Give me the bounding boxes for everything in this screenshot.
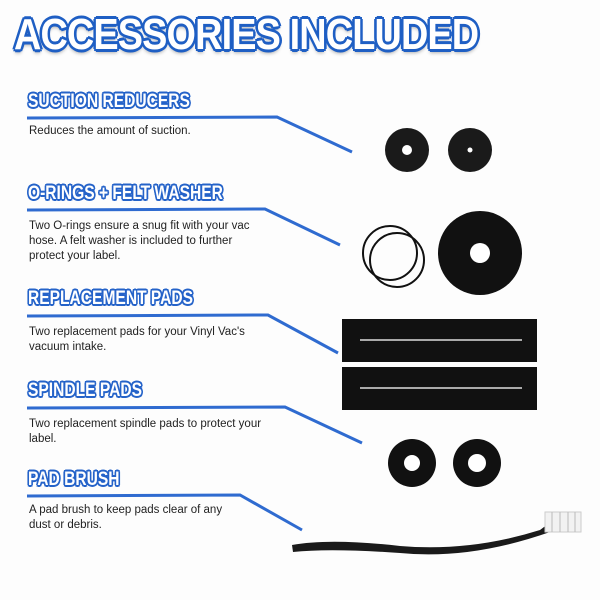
callout-line-pads xyxy=(26,313,339,355)
page-title: ACCESSORIES INCLUDED xyxy=(14,10,479,59)
desc-spindle-pads: Two replacement spindle pads to protect … xyxy=(29,418,262,445)
heading-spindle-pads: SPINDLE PADS xyxy=(28,380,142,401)
callout-line-brush xyxy=(26,493,303,532)
desc-o-rings: Two O-rings ensure a snug fit with your … xyxy=(29,220,250,262)
heading-pad-brush: PAD BRUSH xyxy=(28,469,120,490)
pad-brush-image xyxy=(292,511,582,555)
heading-suction-reducers: SUCTION REDUCERS xyxy=(28,91,190,112)
suction-reducers-image xyxy=(385,128,492,172)
desc-replacement-pads: Two replacement pads for your Vinyl Vac'… xyxy=(29,326,245,353)
desc-suction-reducers: Reduces the amount of suction. xyxy=(29,125,191,137)
heading-replacement-pads: REPLACEMENT PADS xyxy=(28,288,194,309)
replacement-pads-image xyxy=(342,319,537,410)
heading-o-rings: O-RINGS + FELT WASHER xyxy=(28,183,223,204)
callout-line-spindle xyxy=(26,405,363,445)
callout-line-orings xyxy=(26,207,341,247)
callout-line-suction xyxy=(26,115,353,154)
o-rings-image xyxy=(362,225,425,288)
spindle-pads-image xyxy=(388,439,501,487)
desc-pad-brush: A pad brush to keep pads clear of any du… xyxy=(29,504,223,531)
felt-washer-image xyxy=(438,211,522,295)
